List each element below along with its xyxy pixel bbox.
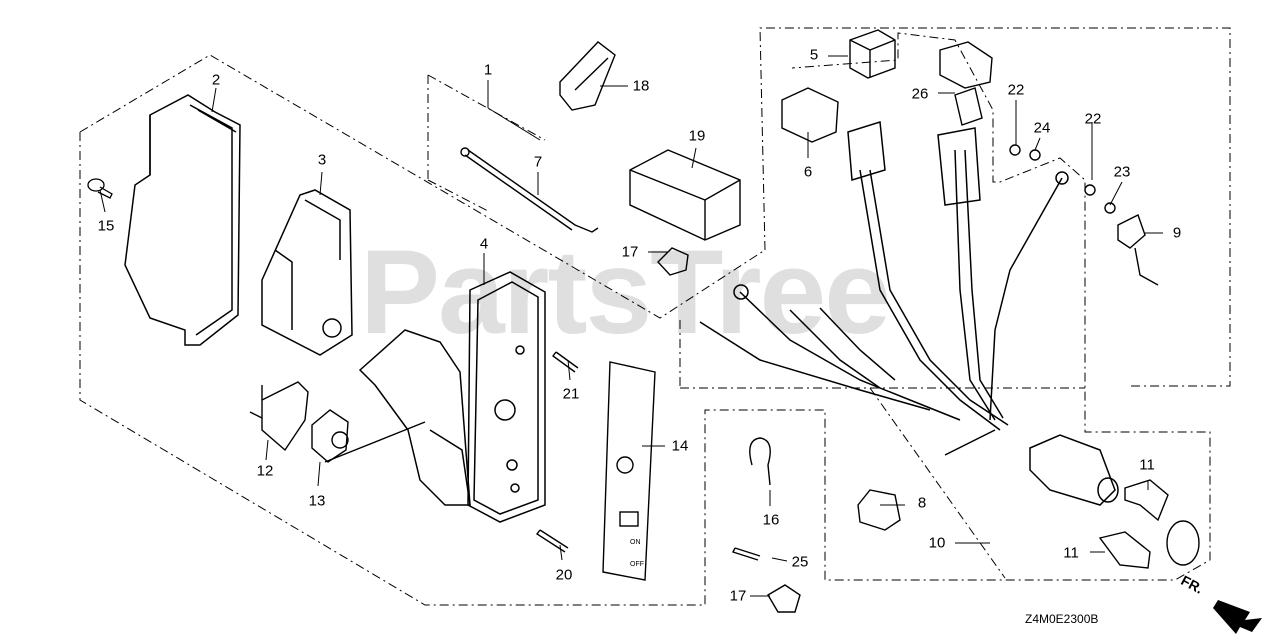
callout-26: 26 [911, 85, 929, 103]
panel-mark-off: OFF [630, 561, 644, 568]
callout-5: 5 [809, 46, 819, 64]
part-22-nut-a [1009, 144, 1021, 156]
part-4-panel [358, 271, 546, 523]
callout-15: 15 [97, 217, 115, 235]
callout-22-right: 22 [1084, 110, 1102, 128]
callout-19: 19 [688, 127, 706, 145]
part-21-screw [552, 351, 579, 373]
callout-23: 23 [1113, 163, 1131, 181]
callout-11-upper: 11 [1139, 456, 1155, 474]
part-5-relay [849, 29, 896, 79]
callout-16: 16 [762, 511, 780, 529]
part-9-sensor [1117, 214, 1159, 286]
part-19-foam [629, 149, 741, 241]
callout-24: 24 [1033, 119, 1051, 137]
part-12-switch [249, 381, 309, 452]
part-10-harness [699, 121, 1069, 456]
callout-14: 14 [671, 437, 689, 455]
callout-9: 9 [1172, 224, 1182, 242]
part-16-band [749, 437, 771, 486]
callout-18: 18 [632, 77, 650, 95]
part-15-screw [87, 178, 113, 199]
callout-13: 13 [308, 492, 326, 510]
front-direction-arrow-icon [1213, 600, 1262, 634]
diagram-code: Z4M0E2300B [1025, 612, 1099, 626]
part-8-clamp [857, 489, 901, 531]
callout-7: 7 [533, 153, 543, 171]
part-26-fuse [954, 87, 983, 126]
o-ring [1166, 520, 1200, 566]
part-3-bracket [261, 189, 353, 356]
callout-22-left: 22 [1007, 81, 1025, 99]
callout-8: 8 [917, 494, 927, 512]
callout-4: 4 [479, 235, 489, 253]
part-14-label-plate [602, 361, 656, 581]
callout-3: 3 [317, 151, 327, 169]
callout-10: 10 [928, 534, 946, 552]
watermark: PartsTree [360, 225, 891, 359]
part-26-fuse-cover [939, 41, 993, 89]
callout-17-lower: 17 [729, 587, 747, 605]
part-22-nut-b [1084, 184, 1096, 196]
callout-2: 2 [211, 71, 221, 89]
part-11-key-a [1124, 479, 1169, 522]
callout-21: 21 [562, 385, 580, 403]
callout-25: 25 [791, 553, 809, 571]
part-10-key-switch [1029, 434, 1119, 506]
part-23-washer [1104, 202, 1116, 214]
panel-mark-on: ON [630, 539, 641, 546]
part-2-cover [124, 94, 241, 346]
callout-6: 6 [803, 163, 813, 181]
part-17-clip-lower [767, 584, 801, 613]
part-20-screw [535, 529, 569, 553]
callout-17-upper: 17 [621, 243, 639, 261]
part-6-boot [781, 87, 839, 143]
callout-12: 12 [256, 462, 274, 480]
callout-20: 20 [555, 566, 573, 584]
callout-11-lower: 11 [1063, 544, 1079, 562]
part-13-rotary-switch [311, 409, 426, 463]
part-24-washer [1029, 149, 1041, 161]
part-18-clamp [559, 41, 616, 111]
part-7-rod [460, 147, 599, 233]
part-11-key-b [1098, 531, 1151, 569]
callout-1: 1 [483, 61, 493, 79]
part-17-clip-upper [657, 247, 689, 276]
leader-lines [99, 55, 1163, 597]
part-25-bolt [732, 547, 761, 561]
group-boundary-lines [79, 27, 1231, 606]
